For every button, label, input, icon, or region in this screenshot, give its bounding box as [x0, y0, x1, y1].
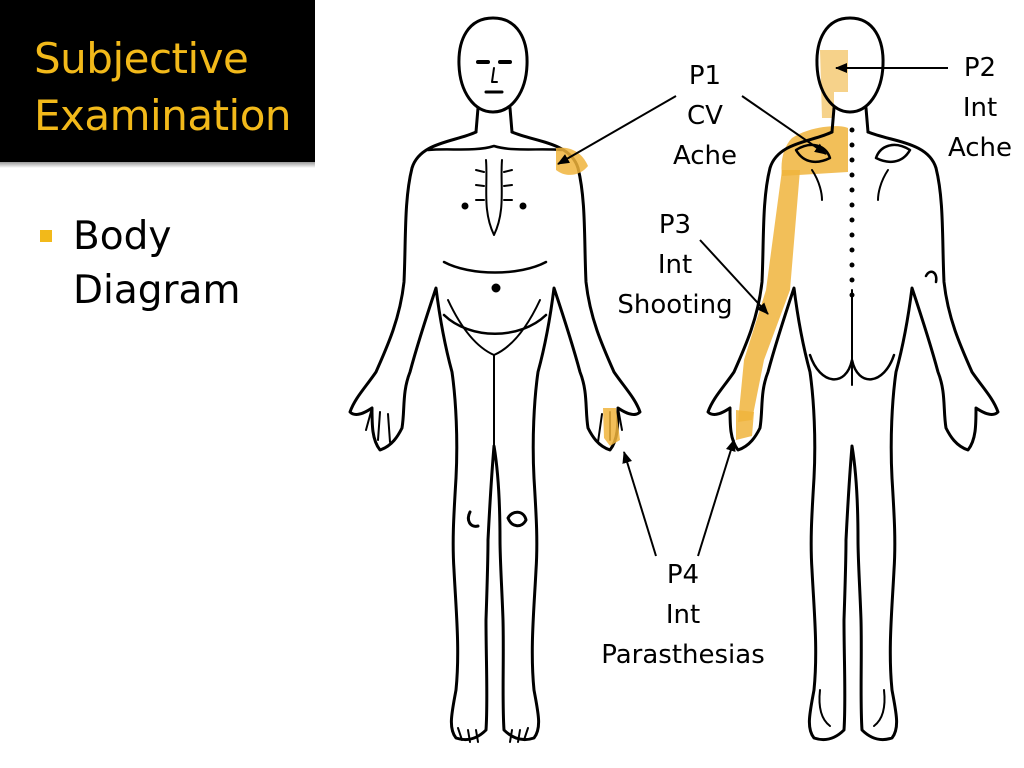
p1-back-shoulder-area [781, 126, 848, 176]
back-body-outline [706, 130, 1000, 742]
p4-back-hand-area [736, 410, 754, 440]
title-line-1: Subjective [34, 34, 249, 83]
p2-id: P2 [963, 53, 997, 83]
title-line-2: Examination [34, 91, 292, 140]
back-pain-areas [736, 50, 848, 440]
p1-id: P1 [688, 61, 722, 91]
bullet-line-2: Diagram [73, 268, 241, 313]
slide-title: Subjective Examination [34, 30, 314, 144]
p1-type: CV [687, 101, 723, 131]
title-panel: Subjective Examination [0, 0, 315, 162]
front-head [457, 16, 529, 114]
bullet-line-1: Body [73, 214, 172, 259]
pointer-arrows [557, 63, 948, 557]
p1-quality: Ache [672, 141, 738, 171]
spine [849, 127, 855, 298]
p4-front-hand-area [603, 408, 620, 446]
body-diagram: P1 CV Ache P2 Int Ache P3 Int Shooting P… [315, 0, 1024, 768]
p3-quality: Shooting [617, 290, 733, 320]
p3-type: Int [657, 250, 693, 280]
p4-label: P4 Int Parasthesias [583, 555, 783, 675]
p4-arrow-front [622, 451, 657, 557]
p4-arrow-back [697, 439, 736, 557]
p3-label: P3 Int Shooting [605, 205, 745, 325]
p2-quality: Ache [947, 133, 1013, 163]
p1-arrow-back [741, 95, 827, 155]
bullet-text: Body Diagram [73, 210, 293, 318]
p2-label: P2 Int Ache [935, 48, 1024, 168]
p4-quality: Parasthesias [601, 640, 765, 670]
p1-label: P1 CV Ache [660, 56, 750, 176]
back-head [815, 16, 885, 114]
title-shadow [0, 162, 315, 168]
p2-type: Int [962, 93, 998, 123]
bullet-marker [40, 230, 52, 242]
p4-id: P4 [666, 560, 700, 590]
p3-arm-area [738, 170, 800, 422]
p4-type: Int [665, 600, 701, 630]
p3-id: P3 [658, 210, 692, 240]
p1-arrow-front [557, 95, 677, 165]
p3-arrow [699, 239, 769, 315]
body-diagram-drawing [348, 16, 1000, 743]
back-figure [706, 16, 1000, 742]
